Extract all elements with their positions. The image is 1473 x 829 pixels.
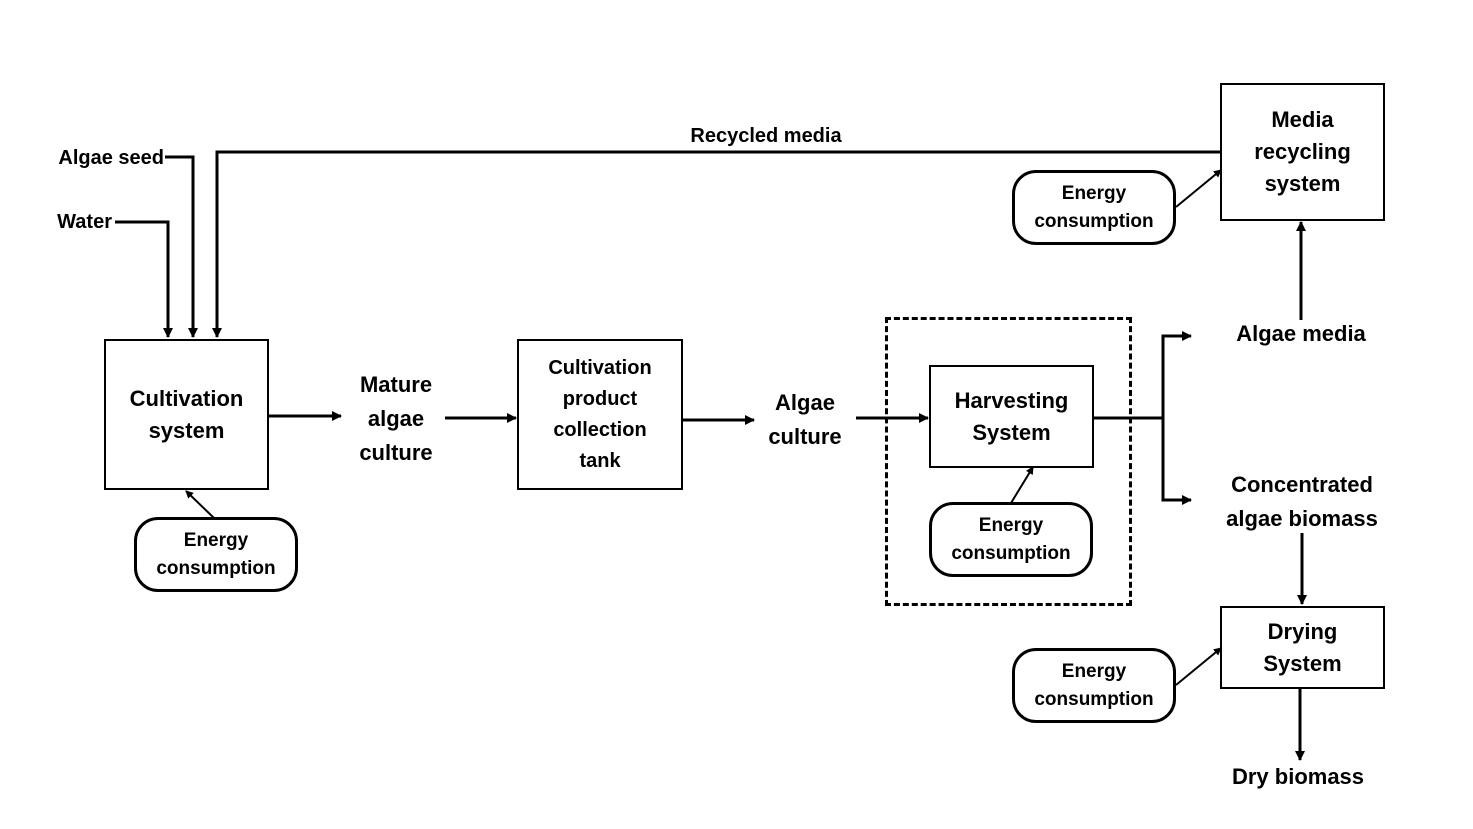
algae-seed-connector [165, 155, 198, 338]
dry-biomass-label: Dry biomass [1231, 764, 1365, 789]
energy-consumption-cultivation: Energy consumption [134, 517, 298, 592]
recycled-media-connector [212, 150, 1220, 338]
water-label: Water [57, 211, 112, 233]
algae-seed-label: Algae seed [58, 147, 164, 169]
algae-culture-label: Algae culture [768, 390, 842, 450]
biomass-branch-arrow [1161, 418, 1192, 505]
energy-consumption-drying: Energy consumption [1012, 648, 1176, 723]
media-recycling-box: Media recycling system [1220, 83, 1385, 221]
algae-media-branch-arrow [1161, 331, 1192, 500]
recycled-media-label: Recycled media [690, 125, 842, 147]
concentrated-biomass-label: Concentrated algae biomass [1226, 472, 1378, 532]
algae-media-label: Algae media [1236, 321, 1366, 346]
harvesting-boundary [885, 317, 1132, 606]
collection-tank-box: Cultivation product collection tank [517, 339, 683, 490]
energy-arrow-cultivation [185, 490, 215, 519]
cultivation-system-box: Cultivation system [104, 339, 269, 490]
energy-arrow-harvesting [1010, 466, 1034, 504]
energy-consumption-media: Energy consumption [1012, 170, 1176, 245]
energy-arrow-drying [1175, 647, 1222, 686]
drying-system-box: Drying System [1220, 606, 1385, 689]
water-connector [115, 220, 173, 338]
energy-consumption-harvesting: Energy consumption [929, 502, 1093, 577]
energy-arrow-media [1175, 169, 1222, 208]
mature-culture-label: Mature algae culture [359, 372, 433, 466]
harvesting-system-box: Harvesting System [929, 365, 1094, 468]
